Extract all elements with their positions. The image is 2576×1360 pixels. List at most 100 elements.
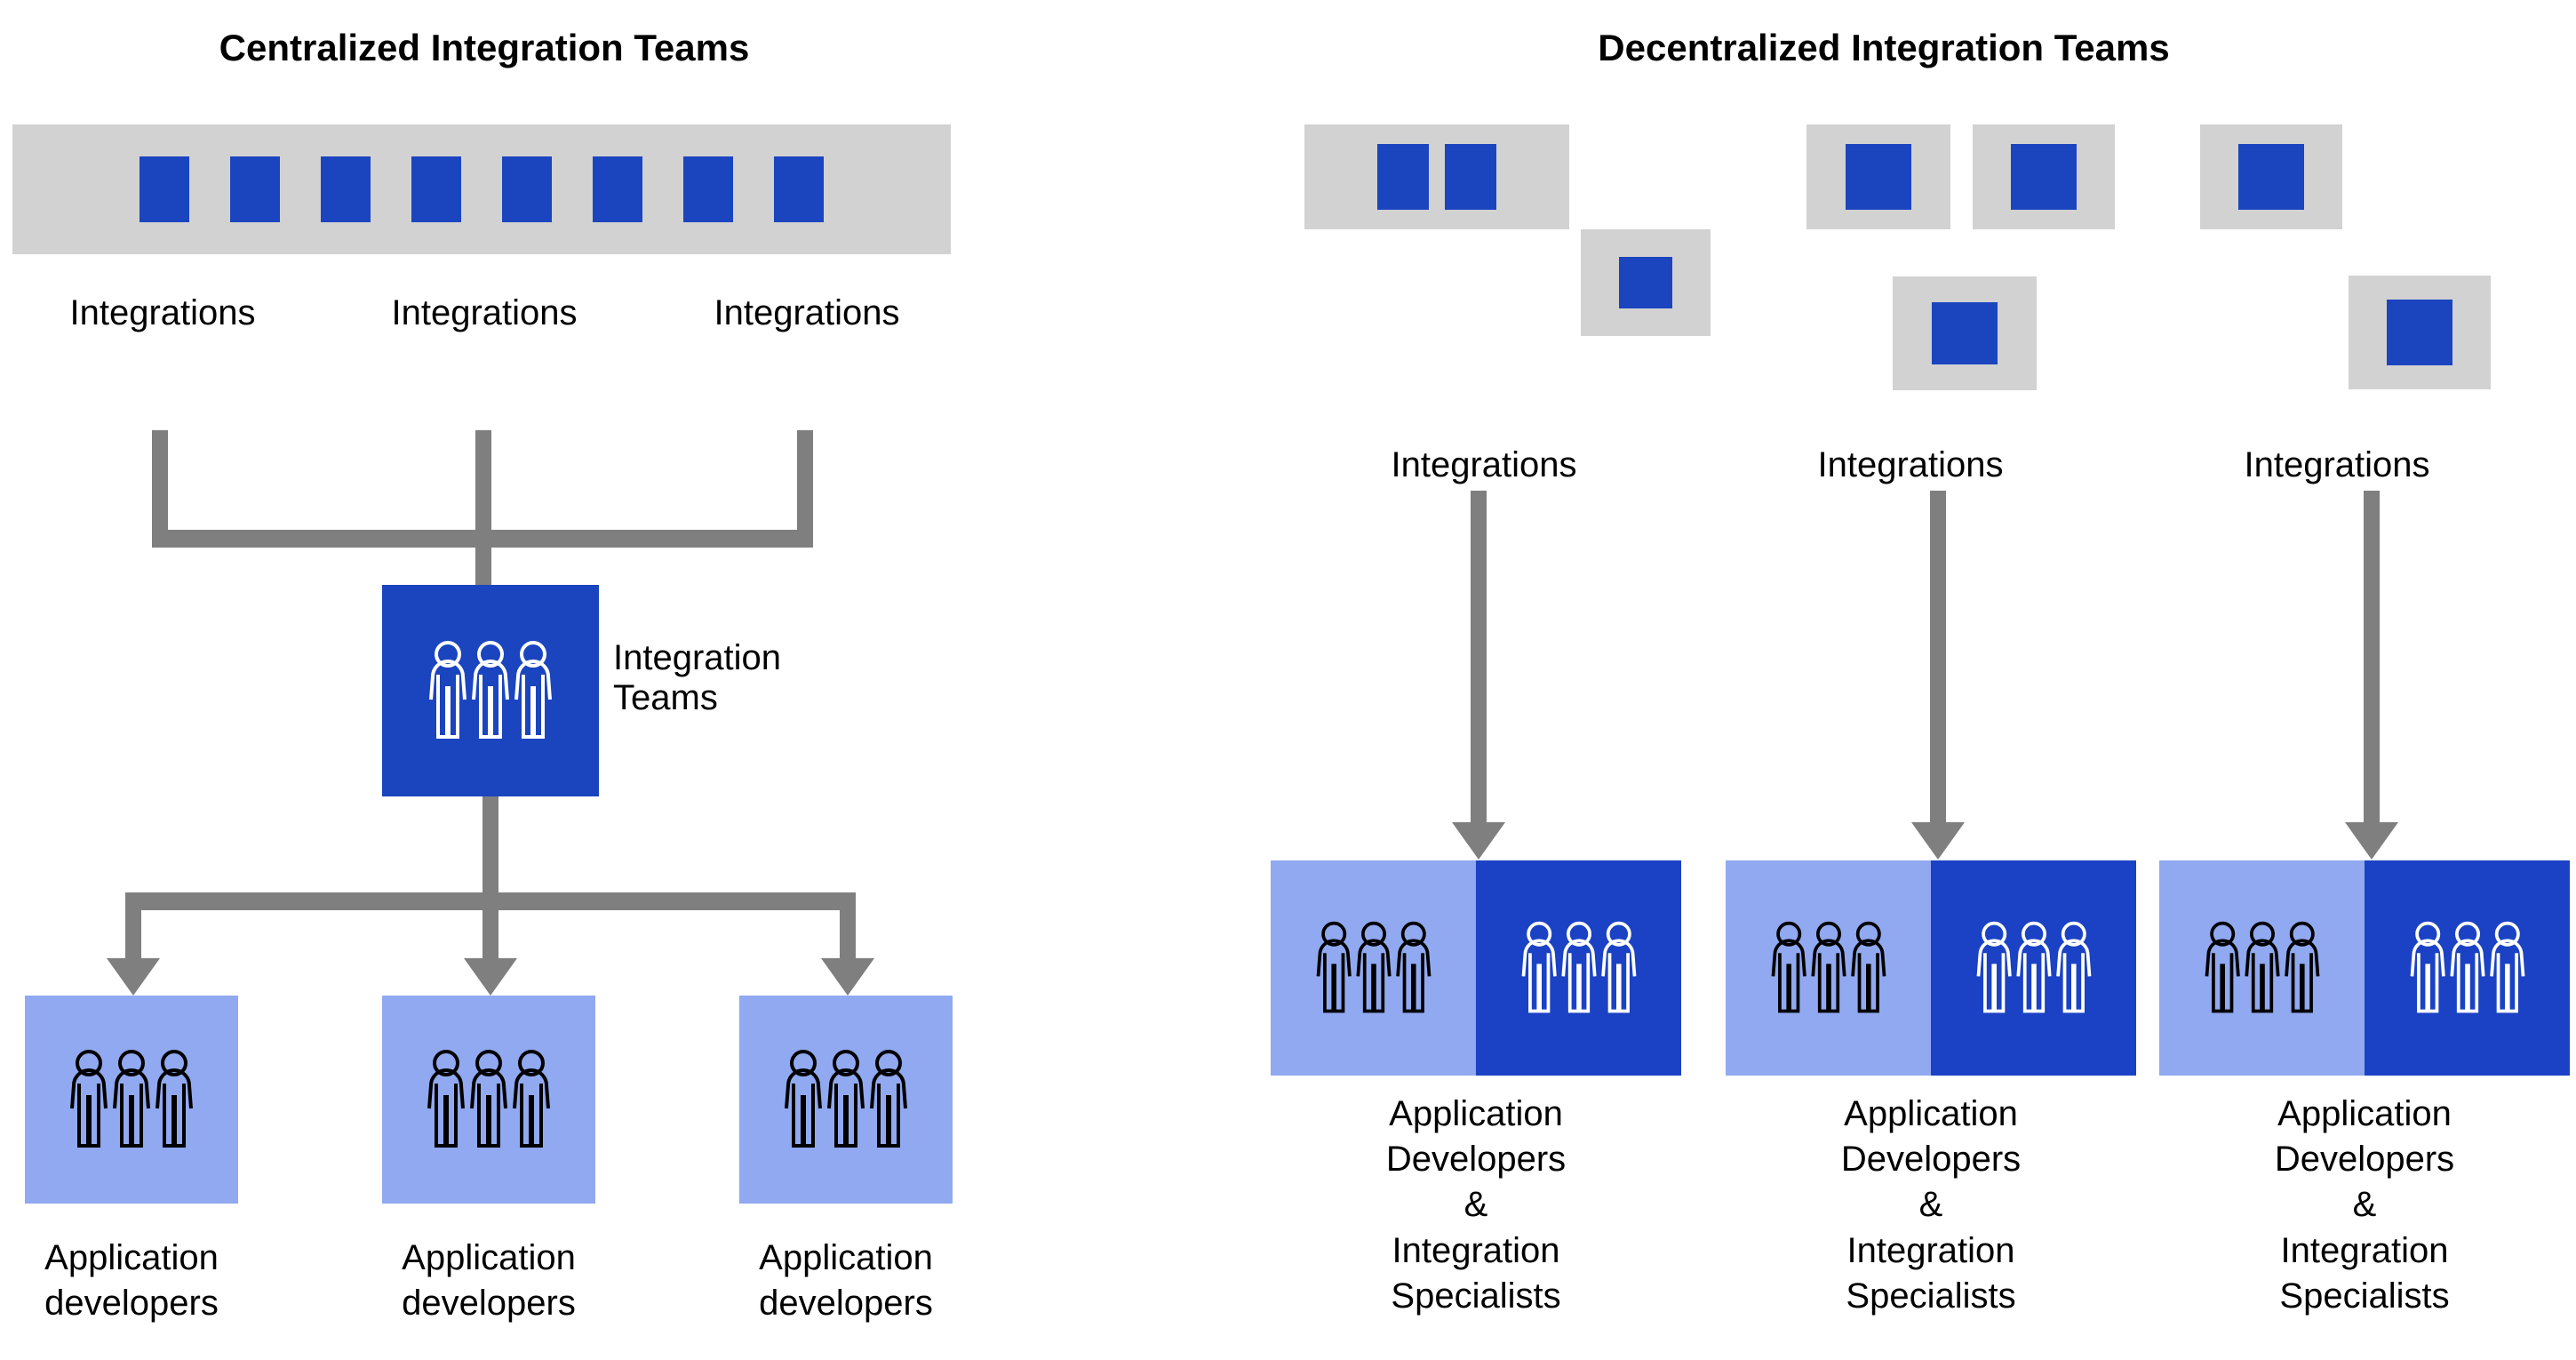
- application-square: [1846, 144, 1911, 210]
- application-square: [1377, 144, 1429, 210]
- application-square: [2238, 144, 2304, 210]
- application-square: [1619, 257, 1672, 308]
- tile-label-line: &: [2352, 1185, 2377, 1225]
- people-group-icon: [1771, 921, 1886, 1013]
- people-group-icon: [1976, 921, 2091, 1013]
- application-developers-label-3: Application developers: [714, 1236, 977, 1326]
- right-arrowhead-3: [2345, 822, 2398, 860]
- tile-label-line: Developers: [1840, 1140, 2022, 1180]
- right-arrowhead-1: [1452, 822, 1505, 860]
- app-dev-label-line2: developers: [402, 1284, 576, 1324]
- right-arrow-stem-3: [2364, 491, 2380, 828]
- people-group-icon: [2205, 921, 2319, 1013]
- tile-half-specialists: [1476, 860, 1681, 1076]
- left-diverge-arrowhead-1: [107, 958, 160, 996]
- tile-label-line: &: [1918, 1185, 1943, 1225]
- left-application-bar: [12, 124, 951, 254]
- app-dev-label-line2: developers: [44, 1284, 219, 1324]
- application-square: [1932, 302, 1998, 364]
- people-group-icon: [427, 1050, 550, 1148]
- tile-label-line: Application: [1844, 1094, 2018, 1133]
- tile-half-developers: [1271, 860, 1476, 1076]
- tile-label-line: Developers: [2274, 1140, 2455, 1180]
- left-converge-stem-middle: [475, 430, 491, 546]
- application-square: [2011, 144, 2077, 210]
- left-diverge-stem-2: [483, 892, 498, 965]
- integration-teams-tile: [382, 585, 599, 796]
- left-integrations-label-1: Integrations: [69, 293, 256, 332]
- application-developers-label-2: Application developers: [357, 1236, 620, 1326]
- tile-label-line: Integration: [2280, 1230, 2449, 1270]
- right-arrow-stem-1: [1471, 491, 1487, 828]
- app-dev-integration-tile-3: [2159, 860, 2570, 1076]
- people-group-icon: [1521, 921, 1636, 1013]
- app-dev-integration-label-2: Application Developers & Integration Spe…: [1726, 1092, 2136, 1319]
- tile-half-specialists: [2365, 860, 2570, 1076]
- left-diverge-stem-1: [125, 892, 141, 965]
- application-square: [1445, 144, 1496, 210]
- app-dev-label-line1: Application: [402, 1238, 576, 1277]
- left-diverge-arrowhead-3: [821, 958, 874, 996]
- application-square: [2387, 300, 2452, 365]
- app-dev-integration-tile-2: [1726, 860, 2136, 1076]
- tile-half-developers: [1726, 860, 1931, 1076]
- application-square: [411, 156, 461, 222]
- people-group-icon: [70, 1050, 193, 1148]
- right-app-block-2a: [1806, 124, 1950, 229]
- people-group-icon: [785, 1050, 907, 1148]
- right-arrowhead-2: [1911, 822, 1965, 860]
- left-integrations-label-2: Integrations: [391, 293, 578, 332]
- app-dev-label-line1: Application: [759, 1238, 933, 1277]
- left-panel-title: Centralized Integration Teams: [219, 27, 750, 68]
- tile-label-line: Integration: [1392, 1230, 1560, 1270]
- left-converge-drop-stem: [475, 530, 491, 596]
- application-square: [140, 156, 189, 222]
- right-app-block-1b: [1581, 229, 1711, 336]
- tile-half-specialists: [1931, 860, 2136, 1076]
- tile-label-line: Application: [1389, 1094, 1563, 1133]
- right-app-block-2c: [1893, 276, 2037, 390]
- app-dev-label-line2: developers: [759, 1284, 933, 1324]
- tile-label-line: Application: [2277, 1094, 2452, 1133]
- right-app-block-1a: [1304, 124, 1569, 229]
- application-square: [593, 156, 642, 222]
- right-integrations-label-1: Integrations: [1391, 445, 1577, 484]
- application-developers-label-1: Application developers: [0, 1236, 263, 1326]
- people-group-icon: [429, 641, 552, 739]
- left-diverge-stem-3: [840, 892, 856, 965]
- application-developers-tile-3: [739, 996, 953, 1204]
- application-square: [683, 156, 733, 222]
- left-diverge-arrowhead-2: [464, 958, 517, 996]
- application-developers-tile-1: [25, 996, 238, 1204]
- tile-label-line: Specialists: [1391, 1276, 1561, 1316]
- people-group-icon: [2410, 921, 2524, 1013]
- right-app-block-2b: [1973, 124, 2115, 229]
- people-group-icon: [1316, 921, 1431, 1013]
- left-converge-stem-right: [797, 430, 813, 546]
- left-diverge-top-stem: [483, 796, 498, 892]
- left-integrations-label-3: Integrations: [714, 293, 900, 332]
- integration-teams-label-line2: Teams: [613, 678, 718, 717]
- right-integrations-label-3: Integrations: [2244, 445, 2430, 484]
- application-square: [774, 156, 824, 222]
- application-square: [321, 156, 371, 222]
- application-square: [502, 156, 552, 222]
- application-developers-tile-2: [382, 996, 595, 1204]
- left-converge-stem-left: [152, 430, 168, 546]
- tile-label-line: Specialists: [1846, 1276, 2016, 1316]
- tile-half-developers: [2159, 860, 2365, 1076]
- app-dev-integration-tile-1: [1271, 860, 1681, 1076]
- app-dev-integration-label-3: Application Developers & Integration Spe…: [2159, 1092, 2570, 1319]
- tile-label-line: Developers: [1385, 1140, 1567, 1180]
- application-square: [230, 156, 280, 222]
- app-dev-integration-label-1: Application Developers & Integration Spe…: [1271, 1092, 1681, 1319]
- tile-label-line: &: [1463, 1185, 1488, 1225]
- right-app-block-3a: [2200, 124, 2342, 229]
- tile-label-line: Specialists: [2279, 1276, 2450, 1316]
- app-dev-label-line1: Application: [44, 1238, 219, 1277]
- integration-teams-label-block: Integration Teams: [613, 638, 880, 718]
- right-integrations-label-2: Integrations: [1817, 445, 2004, 484]
- right-app-block-3b: [2349, 276, 2491, 389]
- right-arrow-stem-2: [1930, 491, 1946, 828]
